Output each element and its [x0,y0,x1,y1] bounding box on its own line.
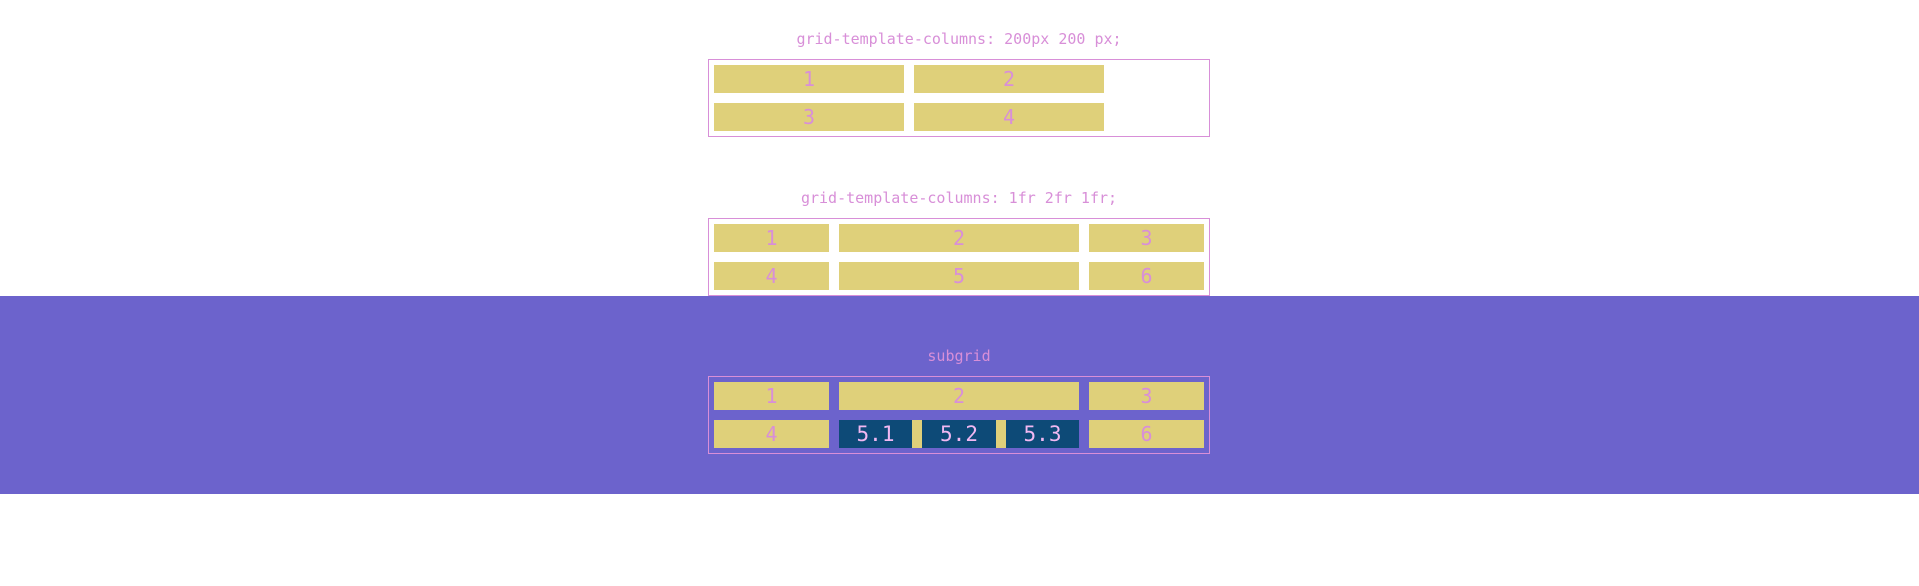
grid-cell: 3 [1089,382,1204,410]
grid-cell: 4 [714,420,829,448]
grid-cell: 2 [914,65,1104,93]
grid-cell: 3 [714,103,904,131]
fixed-columns-caption: grid-template-columns: 200px 200 px; [796,30,1122,48]
grid-cell: 5 [839,262,1079,290]
grid-cell: 4 [714,262,829,290]
grid-cell: 1 [714,224,829,252]
subgrid-container: 5.1 5.2 5.3 [839,420,1079,448]
grid-cell: 3 [1089,224,1204,252]
subgrid-cell: 5.1 [839,420,912,448]
fixed-columns-grid: 1 2 3 4 [708,59,1210,137]
subgrid-grid: 1 2 3 4 5.1 5.2 5.3 6 [708,376,1210,454]
subgrid-caption: subgrid [927,347,991,365]
subgrid-cell: 5.3 [1006,420,1079,448]
fraction-columns-grid: 1 2 3 4 5 6 [708,218,1210,296]
grid-cell: 1 [714,65,904,93]
subgrid-cell: 5.2 [922,420,996,448]
grid-cell: 4 [914,103,1104,131]
fraction-columns-caption: grid-template-columns: 1fr 2fr 1fr; [800,189,1118,207]
grid-cell: 6 [1089,262,1204,290]
grid-cell: 6 [1089,420,1204,448]
grid-cell: 2 [839,224,1079,252]
grid-cell: 2 [839,382,1079,410]
grid-cell: 1 [714,382,829,410]
